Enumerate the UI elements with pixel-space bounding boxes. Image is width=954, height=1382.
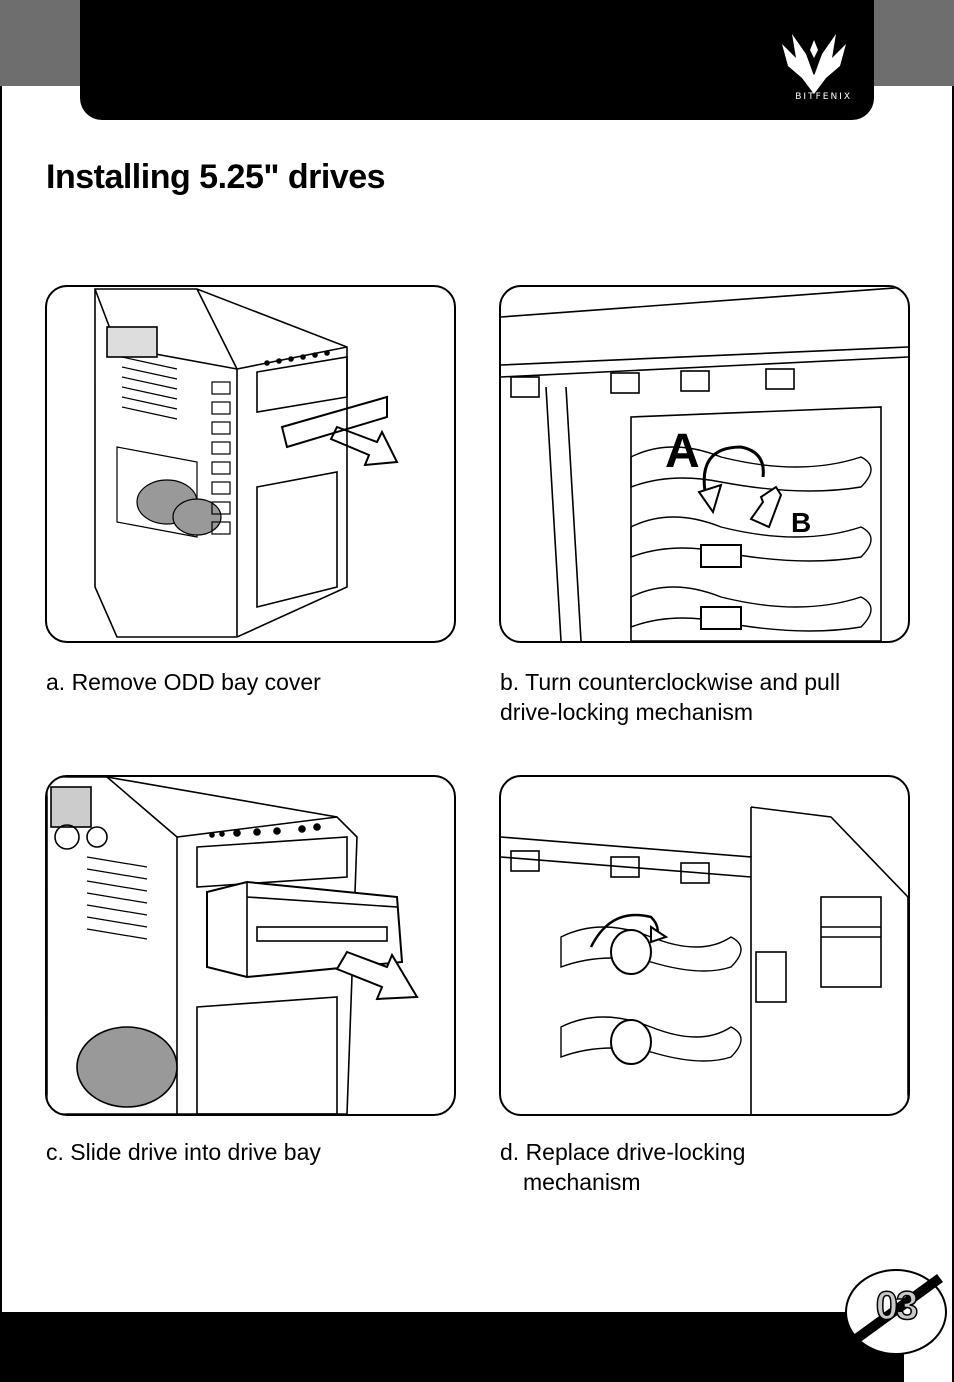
page-frame-left: [0, 86, 2, 1316]
header-corner-right: [874, 0, 954, 86]
step-c-illustration: [45, 775, 456, 1116]
bitfenix-logo-icon: [782, 34, 846, 94]
step-a-caption: a. Remove ODD bay cover: [46, 669, 321, 695]
step-d-illustration: [499, 775, 910, 1116]
header-bar: BITFENIX: [80, 0, 874, 120]
page-frame-right: [952, 86, 954, 1382]
logo-wordmark: BITFENIX: [795, 92, 852, 102]
page-badge-icon: [845, 1269, 947, 1355]
step-d-caption-line2: mechanism: [523, 1169, 641, 1195]
page-title: Installing 5.25" drives: [46, 158, 386, 196]
step-b-caption: b. Turn counterclockwise and pull drive-…: [500, 669, 841, 725]
label-b: B: [791, 507, 811, 538]
step-c-caption: c. Slide drive into drive bay: [46, 1139, 321, 1165]
step-a-illustration: [45, 285, 456, 643]
footer-bar: [0, 1312, 904, 1382]
step-d-caption: d. Replace drive-locking mechanism: [500, 1137, 800, 1197]
step-d-caption-line1: d. Replace drive-locking: [500, 1139, 746, 1165]
header-corner-left: [0, 0, 80, 86]
step-b-illustration: A B: [499, 285, 910, 643]
page-number: 03: [875, 1283, 919, 1329]
label-a: A: [665, 425, 700, 478]
